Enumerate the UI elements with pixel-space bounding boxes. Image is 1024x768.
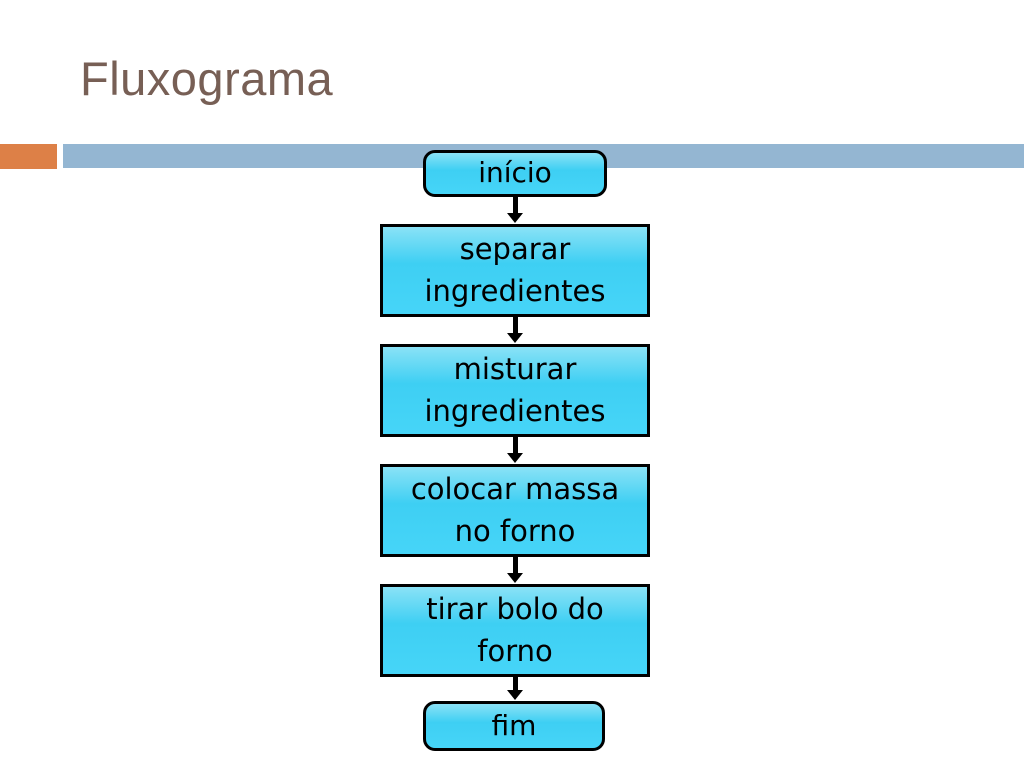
arrow-down-icon xyxy=(507,557,523,583)
flowchart-node-tirar-bolo-do-forno: tirar bolo do forno xyxy=(380,584,650,677)
arrow-down-icon xyxy=(507,317,523,343)
slide-title: Fluxograma xyxy=(80,52,334,105)
accent-bar-orange xyxy=(0,144,57,169)
arrow-down-icon xyxy=(507,677,523,700)
flowchart-node-separar-ingredientes: separar ingredientes xyxy=(380,224,650,317)
arrow-down-icon xyxy=(507,437,523,463)
arrow-down-icon xyxy=(507,197,523,223)
flowchart-node-inicio: início xyxy=(423,150,607,197)
flowchart-node-misturar-ingredientes: misturar ingredientes xyxy=(380,344,650,437)
flowchart-node-fim: fim xyxy=(423,701,605,751)
flowchart-node-colocar-massa-no-forno: colocar massa no forno xyxy=(380,464,650,557)
